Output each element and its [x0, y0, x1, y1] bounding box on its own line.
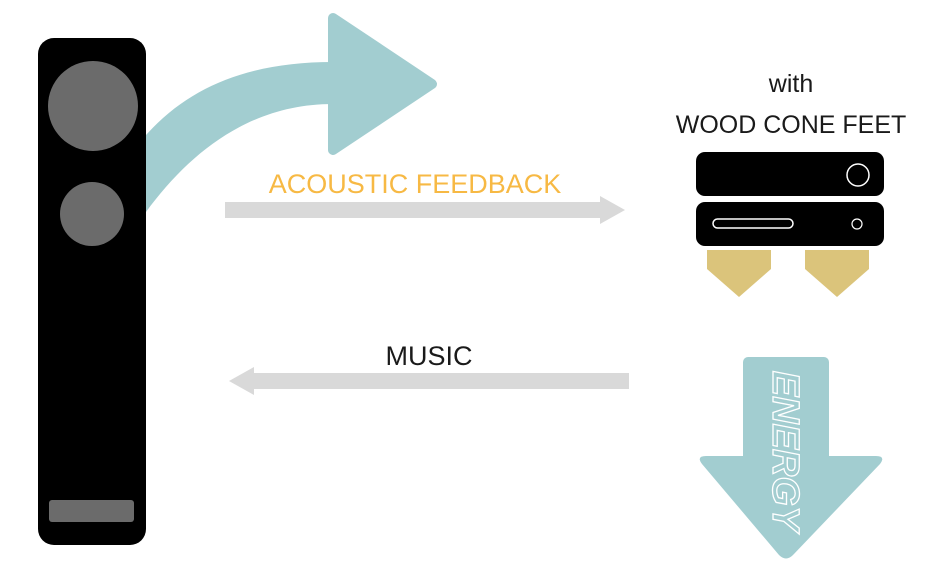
- component-top-unit: [696, 152, 884, 196]
- speaker-woofer-large: [48, 61, 138, 151]
- right-arrow-shaft: [225, 202, 607, 218]
- right-arrow-icon: [225, 196, 625, 224]
- energy-label: ENERGY: [764, 371, 806, 535]
- curved-arrow-icon: [146, 13, 437, 212]
- down-arrow-icon: [699, 357, 883, 559]
- audio-component-icon: [696, 152, 884, 246]
- left-arrow-head: [229, 367, 254, 395]
- component-disc-slot: [712, 218, 794, 229]
- acoustic-feedback-label: ACOUSTIC FEEDBACK: [269, 169, 562, 199]
- cone-foot-left: [707, 250, 771, 297]
- speaker-icon: [38, 38, 146, 545]
- speaker-base-plate: [49, 500, 134, 522]
- with-label: with: [768, 70, 813, 98]
- component-bottom-unit: [696, 202, 884, 246]
- component-power-button: [851, 218, 863, 230]
- speaker-cabinet: [38, 38, 146, 545]
- left-arrow-shaft: [247, 373, 629, 389]
- curved-arrow-body: [146, 62, 333, 212]
- component-volume-knob: [846, 163, 870, 187]
- cone-foot-right: [805, 250, 869, 297]
- music-label: MUSIC: [386, 341, 473, 371]
- wood-cone-feet-label: WOOD CONE FEET: [676, 111, 907, 139]
- left-arrow-icon: [229, 367, 629, 395]
- speaker-woofer-small: [60, 182, 124, 246]
- down-arrow-shaft: [743, 357, 829, 469]
- right-arrow-head: [600, 196, 625, 224]
- down-arrow-head: [699, 456, 883, 559]
- curved-arrow-head: [328, 13, 437, 155]
